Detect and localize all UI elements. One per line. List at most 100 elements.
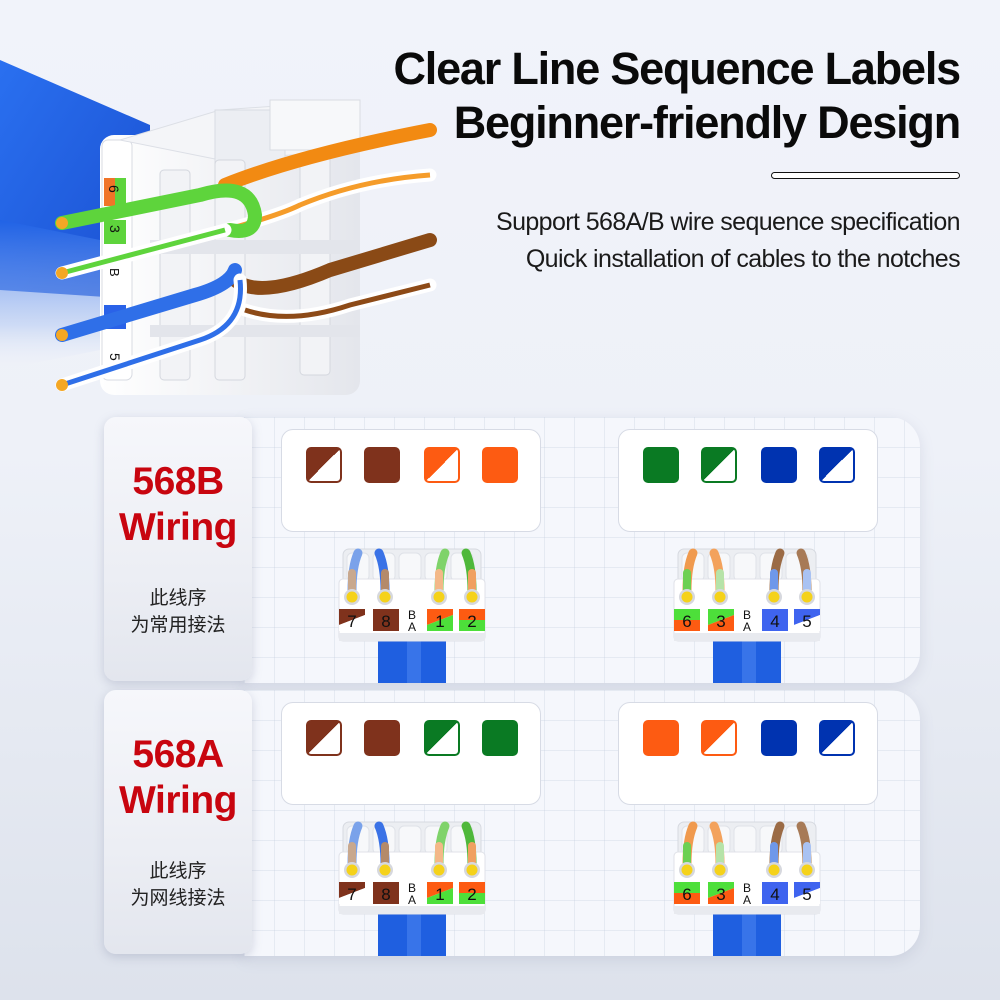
pin-contact <box>681 591 693 603</box>
pin-label-1: 1 <box>427 609 453 631</box>
wire-color-swatch-brown-striped <box>306 720 342 756</box>
standard-title-word: Wiring <box>119 779 237 822</box>
pin-number: 8 <box>381 885 390 904</box>
pin-label-7: 7 <box>339 882 365 904</box>
pin-label-stripe <box>339 888 365 904</box>
pin-label-fill <box>373 620 399 631</box>
color-swatch-group-left <box>281 429 541 532</box>
wire-color-swatch-brown-solid <box>364 447 400 483</box>
pin-label-2: 2 <box>459 882 485 904</box>
pin-label-5: 5 <box>794 882 820 904</box>
jack-body-shadow <box>674 633 820 641</box>
pin-label-stripe <box>427 882 453 898</box>
standard-marker-a: A <box>408 893 416 907</box>
pin-contact <box>466 864 478 876</box>
cable-highlight <box>407 908 421 956</box>
standard-marker-a: A <box>743 893 751 907</box>
pin-label-fill <box>373 609 399 620</box>
pin-label-4: 4 <box>762 882 788 904</box>
headline-line-2: Beginner-friendly Design <box>453 97 961 148</box>
pin-label-stripe <box>794 882 820 898</box>
standard-note: 此线序 为网线接法 <box>104 858 252 912</box>
pin-number: 5 <box>802 612 811 631</box>
color-swatch-group-right <box>618 429 878 532</box>
standard-label-card: 568B Wiring 此线序 为常用接法 <box>104 417 252 681</box>
jack-body-shadow <box>674 906 820 914</box>
pin-number: 4 <box>770 612 779 631</box>
pin-contact <box>714 864 726 876</box>
comb-slot <box>398 825 422 855</box>
wire-color-swatch-orange-striped <box>424 447 460 483</box>
pin-label-fill <box>459 620 485 631</box>
pin-number: 2 <box>467 885 476 904</box>
wire-color-swatch-blue-striped <box>819 720 855 756</box>
pin-label-fill <box>674 893 700 904</box>
pin-label-stripe <box>339 609 365 625</box>
svg-text:3: 3 <box>107 225 123 233</box>
pin-label-fill <box>459 609 485 620</box>
pin-number: 1 <box>435 612 444 631</box>
pin-label-1: 1 <box>427 882 453 904</box>
subtext-line-1: Support 568A/B wire sequence specificati… <box>496 208 961 236</box>
pin-label-3: 3 <box>708 609 734 631</box>
wire-color-swatch-orange-solid <box>643 720 679 756</box>
standard-marker-b: B <box>408 881 416 895</box>
pin-label-fill <box>373 893 399 904</box>
pin-label-stripe <box>339 615 365 631</box>
pin-label-fill <box>762 882 788 893</box>
svg-text:B: B <box>107 268 122 277</box>
pin-contact <box>346 864 358 876</box>
pin-contact <box>466 591 478 603</box>
pin-number: 1 <box>435 885 444 904</box>
pin-contact <box>768 591 780 603</box>
wire-color-swatch-green-solid <box>643 447 679 483</box>
pin-contact <box>379 591 391 603</box>
standard-note-line-1: 此线序 <box>149 588 207 609</box>
wire-color-swatch-blue-solid <box>761 447 797 483</box>
wire-color-swatch-green-striped <box>424 720 460 756</box>
standard-note-line-2: 为常用接法 <box>130 615 226 636</box>
pin-label-stripe <box>427 615 453 631</box>
pin-label-2: 2 <box>459 609 485 631</box>
cable-highlight <box>742 908 756 956</box>
pin-label-6: 6 <box>674 882 700 904</box>
pin-contact <box>768 864 780 876</box>
wire-color-swatch-green-solid <box>482 720 518 756</box>
pin-contact <box>714 591 726 603</box>
pin-label-fill <box>459 882 485 893</box>
wire-color-swatch-green-striped <box>701 447 737 483</box>
pin-label-4: 4 <box>762 609 788 631</box>
wire-color-swatch-blue-solid <box>761 720 797 756</box>
pin-contact <box>681 864 693 876</box>
comb-slot <box>398 552 422 582</box>
pin-label-8: 8 <box>373 609 399 631</box>
comb-slot <box>733 825 757 855</box>
pin-label-stripe <box>427 609 453 625</box>
pin-label-5: 5 <box>794 609 820 631</box>
pin-label-stripe <box>339 882 365 898</box>
pin-contact <box>433 591 445 603</box>
comb-slot <box>733 552 757 582</box>
wire-color-swatch-brown-striped <box>306 447 342 483</box>
pin-label-stripe <box>794 888 820 904</box>
pin-number: 8 <box>381 612 390 631</box>
pin-label-fill <box>762 893 788 904</box>
cable-highlight <box>407 635 421 683</box>
standard-title-word: Wiring <box>119 506 237 549</box>
pin-label-8: 8 <box>373 882 399 904</box>
cable-highlight <box>742 635 756 683</box>
standard-title: 568B Wiring <box>104 459 252 551</box>
pin-number: 3 <box>716 612 725 631</box>
pin-label-stripe <box>708 888 734 904</box>
subtext-line-2: Quick installation of cables to the notc… <box>525 245 961 273</box>
pin-contact <box>801 591 813 603</box>
pin-number: 2 <box>467 612 476 631</box>
standard-title-code: 568B <box>132 460 224 503</box>
standard-note-line-2: 为网线接法 <box>130 888 226 909</box>
pin-number: 7 <box>347 612 356 631</box>
pin-label-fill <box>762 609 788 620</box>
pin-number: 5 <box>802 885 811 904</box>
pin-label-3: 3 <box>708 882 734 904</box>
